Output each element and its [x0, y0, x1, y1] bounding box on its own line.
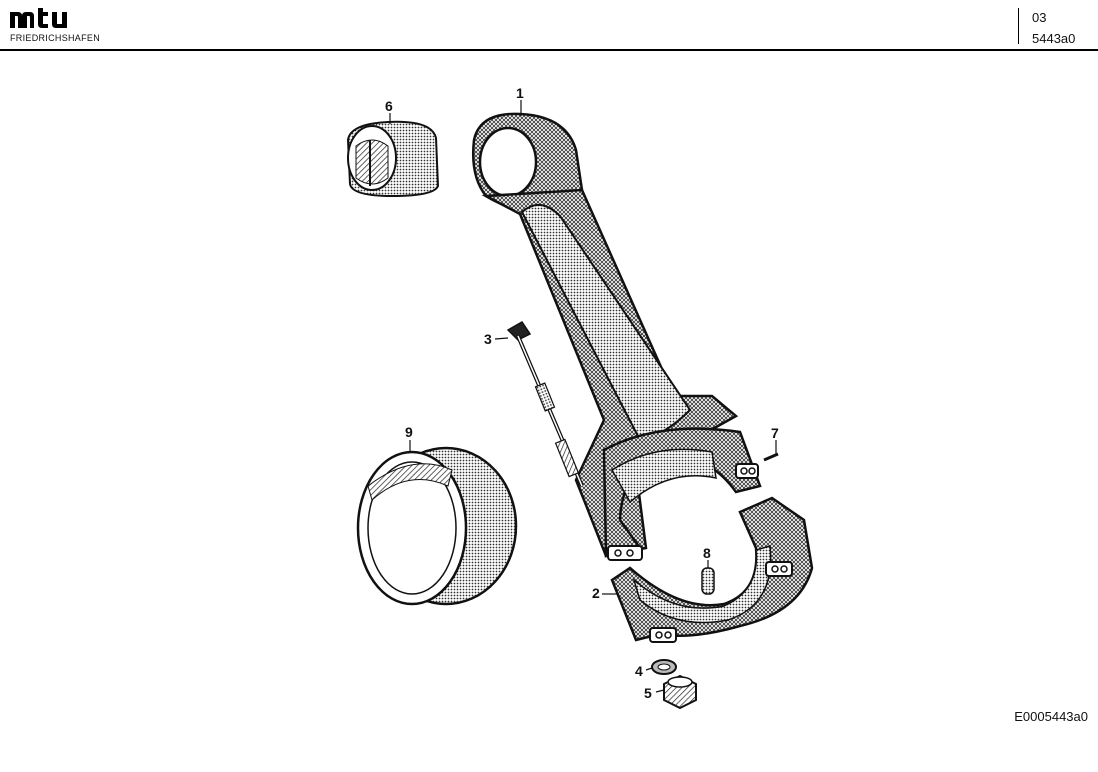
header-rule — [0, 49, 1098, 51]
callout-8: 8 — [703, 545, 711, 561]
header-separator — [1018, 8, 1019, 44]
part-4-washer — [651, 659, 677, 675]
figure-id: E0005443a0 — [1014, 709, 1088, 724]
part-7-pin — [763, 452, 779, 462]
callout-9: 9 — [405, 424, 413, 440]
part-2-bearing-cap — [610, 496, 814, 643]
part-8-dowel — [701, 567, 715, 595]
part-1-connecting-rod — [472, 112, 762, 561]
brand-subtitle: FRIEDRICHSHAFEN — [10, 33, 101, 43]
part-6-bushing — [346, 120, 440, 198]
part-5-nut — [663, 674, 697, 710]
callout-6: 6 — [385, 98, 393, 114]
callout-leaders — [389, 100, 777, 693]
callout-7: 7 — [771, 425, 779, 441]
callout-3: 3 — [484, 331, 492, 347]
callout-1: 1 — [516, 85, 524, 101]
mtu-logo-mark — [10, 8, 67, 28]
drawing-code: 5443a0 — [1032, 31, 1076, 46]
callout-5: 5 — [644, 685, 652, 701]
part-3-bolt — [506, 321, 584, 487]
callout-4: 4 — [635, 663, 643, 679]
callout-2: 2 — [592, 585, 600, 601]
sheet-number: 03 — [1032, 10, 1047, 25]
part-9-bearing-shell — [356, 446, 518, 606]
mtu-logo: FRIEDRICHSHAFEN — [8, 6, 118, 43]
